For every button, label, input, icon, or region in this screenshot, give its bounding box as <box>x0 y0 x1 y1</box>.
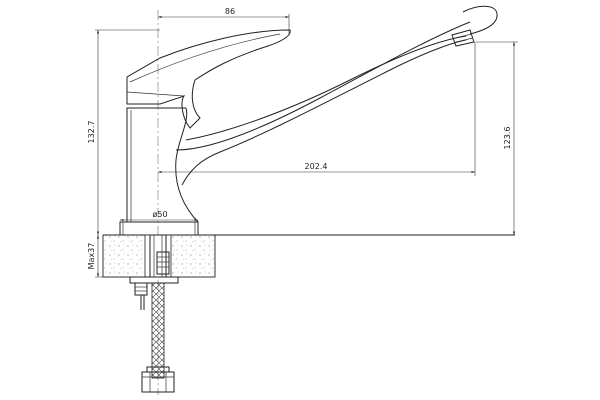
faucet-body <box>119 5 498 235</box>
dim-spout-height: 123.6 <box>476 41 518 235</box>
dim-label-handle: 86 <box>225 7 235 16</box>
mounting-assembly <box>129 234 179 310</box>
dim-spout-reach: 202.4 <box>158 42 476 176</box>
dim-handle-length: 86 <box>158 7 290 34</box>
dim-label-base-diameter: ø50 <box>152 210 167 219</box>
dim-total-height: 132.7 <box>87 29 160 235</box>
dim-label-spout-height: 123.6 <box>503 127 512 150</box>
lever-handle <box>126 29 291 129</box>
dim-base-diameter: ø50 <box>120 210 198 222</box>
dim-label-spout-reach: 202.4 <box>305 162 328 171</box>
braided-hose <box>141 282 175 393</box>
dim-label-total-height: 132.7 <box>87 121 96 144</box>
dim-counter-thickness: Max37 <box>87 235 130 278</box>
dim-label-counter-thickness: Max37 <box>87 243 96 270</box>
countertop <box>102 234 515 278</box>
